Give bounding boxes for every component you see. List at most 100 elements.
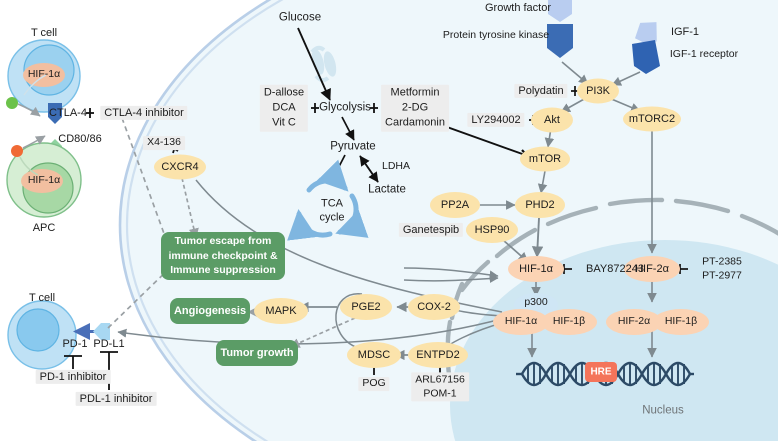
entpd2-oval (408, 342, 468, 368)
phd2-label: PHD2 (525, 198, 555, 211)
inh-dca: DCA (272, 101, 296, 114)
hsp90-oval (466, 217, 518, 243)
entpd2-label: ENTPD2 (416, 348, 460, 361)
pi3k-oval (577, 78, 619, 104)
arrow-mtor-phd2 (537, 170, 548, 194)
hif1b-dimer2-oval (653, 309, 709, 335)
tumor-escape-box (161, 232, 285, 280)
arl67156-label: ARL67156 (415, 373, 465, 386)
growth-factor-receptor-icon (547, 0, 573, 58)
tca-line2: cycle (319, 211, 345, 223)
entpd2-inhibitors[interactable]: ARL67156 POM-1 (411, 372, 469, 402)
line-pge2-mdsc (335, 293, 363, 349)
pdl1-inhibitor-label[interactable]: PDL-1 inhibitor (75, 391, 157, 407)
arrow-in-hif1a-a (403, 267, 499, 280)
hif2a-dimer-oval (606, 309, 662, 335)
arrow-pi3k-mtorc2 (608, 97, 641, 112)
pd1-inhibitor-label[interactable]: PD-1 inhibitor (35, 369, 111, 385)
bay872243-label[interactable]: BAY872243 (586, 262, 644, 275)
tca-cycle-label: TCA cycle (319, 197, 344, 225)
escape-line3: Immune suppression (170, 264, 276, 277)
mtor-label: mTOR (528, 152, 562, 165)
pt-2977-label: PT-2977 (702, 269, 742, 281)
hif1b-dimer-oval (541, 309, 597, 335)
pd1-receptor-icon (73, 323, 100, 340)
igf1-receptor-label: IGF-1 receptor (669, 48, 739, 61)
mtorc2-label: mTORC2 (628, 112, 676, 125)
inh-metformin: Metformin (390, 86, 440, 99)
lactate-label: Lactate (368, 183, 406, 196)
cxcr4-label: CXCR4 (161, 160, 199, 173)
glycolysis-label: Glycolysis (319, 101, 371, 114)
ctla4-inhibitor-label[interactable]: CTLA-4 inhibitor (100, 105, 188, 121)
mtor-oval (520, 146, 570, 172)
arrow-cxcr4-escape (181, 177, 199, 239)
arrow-igf1r-pi3k (611, 71, 641, 86)
inh-2dg: 2-DG (401, 101, 429, 114)
angiogenesis-label: Angiogenesis (173, 304, 247, 317)
hif2a-inhibitors[interactable]: PT-2385 PT-2977 (702, 255, 742, 282)
arrow-glycolysis-pyruvate (341, 116, 355, 141)
hif1a-dimer-label: HIF-1α (504, 315, 538, 328)
pom1-label: POM-1 (423, 387, 457, 399)
cox2-oval (408, 294, 460, 320)
arrow-pge2-tumorgrowth (289, 317, 356, 348)
arrow-hif-pdl1 (117, 317, 506, 345)
cd8086-label: CD80/86 (58, 132, 102, 145)
pog-label[interactable]: POG (358, 377, 390, 391)
ctla4-receptor-icon (48, 103, 62, 124)
protein-ovals (154, 78, 709, 368)
phd2-oval (515, 192, 565, 218)
inh-vitc: Vit C (272, 116, 296, 129)
hif1b-dimer-label: HIF-1β (552, 315, 586, 328)
polydatin-label[interactable]: Polydatin (514, 83, 568, 99)
inh-d-allose: D-allose (263, 86, 305, 99)
hif1a-dimer-oval (493, 309, 549, 335)
pp2a-label: PP2A (440, 198, 470, 211)
arrow-phd2-hif1a (531, 217, 544, 258)
pp2a-oval (430, 192, 480, 218)
hre-label: HRE (590, 366, 612, 378)
inh-cardamonin: Cardamonin (385, 116, 445, 129)
hsp90-label: HSP90 (474, 223, 510, 236)
outcome-boxes (161, 232, 298, 366)
pge2-oval (340, 294, 392, 320)
tumor-growth-label: Tumor growth (220, 346, 294, 359)
escape-line1: Tumor escape from (174, 234, 272, 247)
tcell-top-label: T cell (30, 26, 58, 39)
akt-oval (531, 107, 573, 133)
akt-label: Akt (544, 113, 560, 126)
arrow-lactate-pyruvate (359, 155, 379, 183)
glycolysis-inhibitors-left[interactable]: D-allose DCA Vit C (259, 84, 309, 132)
pt-2385-label: PT-2385 (702, 255, 742, 268)
mapk-label: MAPK (265, 304, 297, 317)
tcell-top-hif-label: HIF-1α (27, 68, 61, 81)
ctla4-label: CTLA-4 (49, 106, 87, 119)
tumor-growth-box (216, 340, 298, 366)
igf1-receptor-icon (632, 22, 660, 74)
apc-hif-label: HIF-1α (27, 174, 61, 187)
tcell-bottom-label: T cell (28, 291, 56, 304)
glucose-label: Glucose (278, 11, 322, 24)
arrow-in-hif1a-b (403, 274, 499, 284)
igf1-label: IGF-1 (670, 25, 700, 38)
mapk-oval (254, 298, 308, 324)
pd1-label: PD-1 (62, 337, 88, 350)
x4-136-label[interactable]: X4-136 (143, 136, 185, 150)
ganetespib-label[interactable]: Ganetespib (398, 222, 464, 238)
arrow-pi3k-akt (560, 97, 587, 113)
mdsc-label: MDSC (357, 348, 391, 361)
ly294002-label[interactable]: LY294002 (467, 112, 525, 128)
line-ctla4-escape (121, 117, 171, 251)
escape-line2: immune checkpoint & (168, 249, 278, 262)
tumor-escape-label: Tumor escape from immune checkpoint & Im… (168, 234, 277, 278)
angiogenesis-box (170, 298, 250, 324)
arrow-pd1-escape (107, 261, 177, 329)
hif1a-label: HIF-1α (519, 262, 553, 275)
pi3k-label: PI3K (586, 84, 610, 97)
glycolysis-inhibitors-right[interactable]: Metformin 2-DG Cardamonin (381, 84, 449, 132)
hre-box (585, 362, 617, 382)
